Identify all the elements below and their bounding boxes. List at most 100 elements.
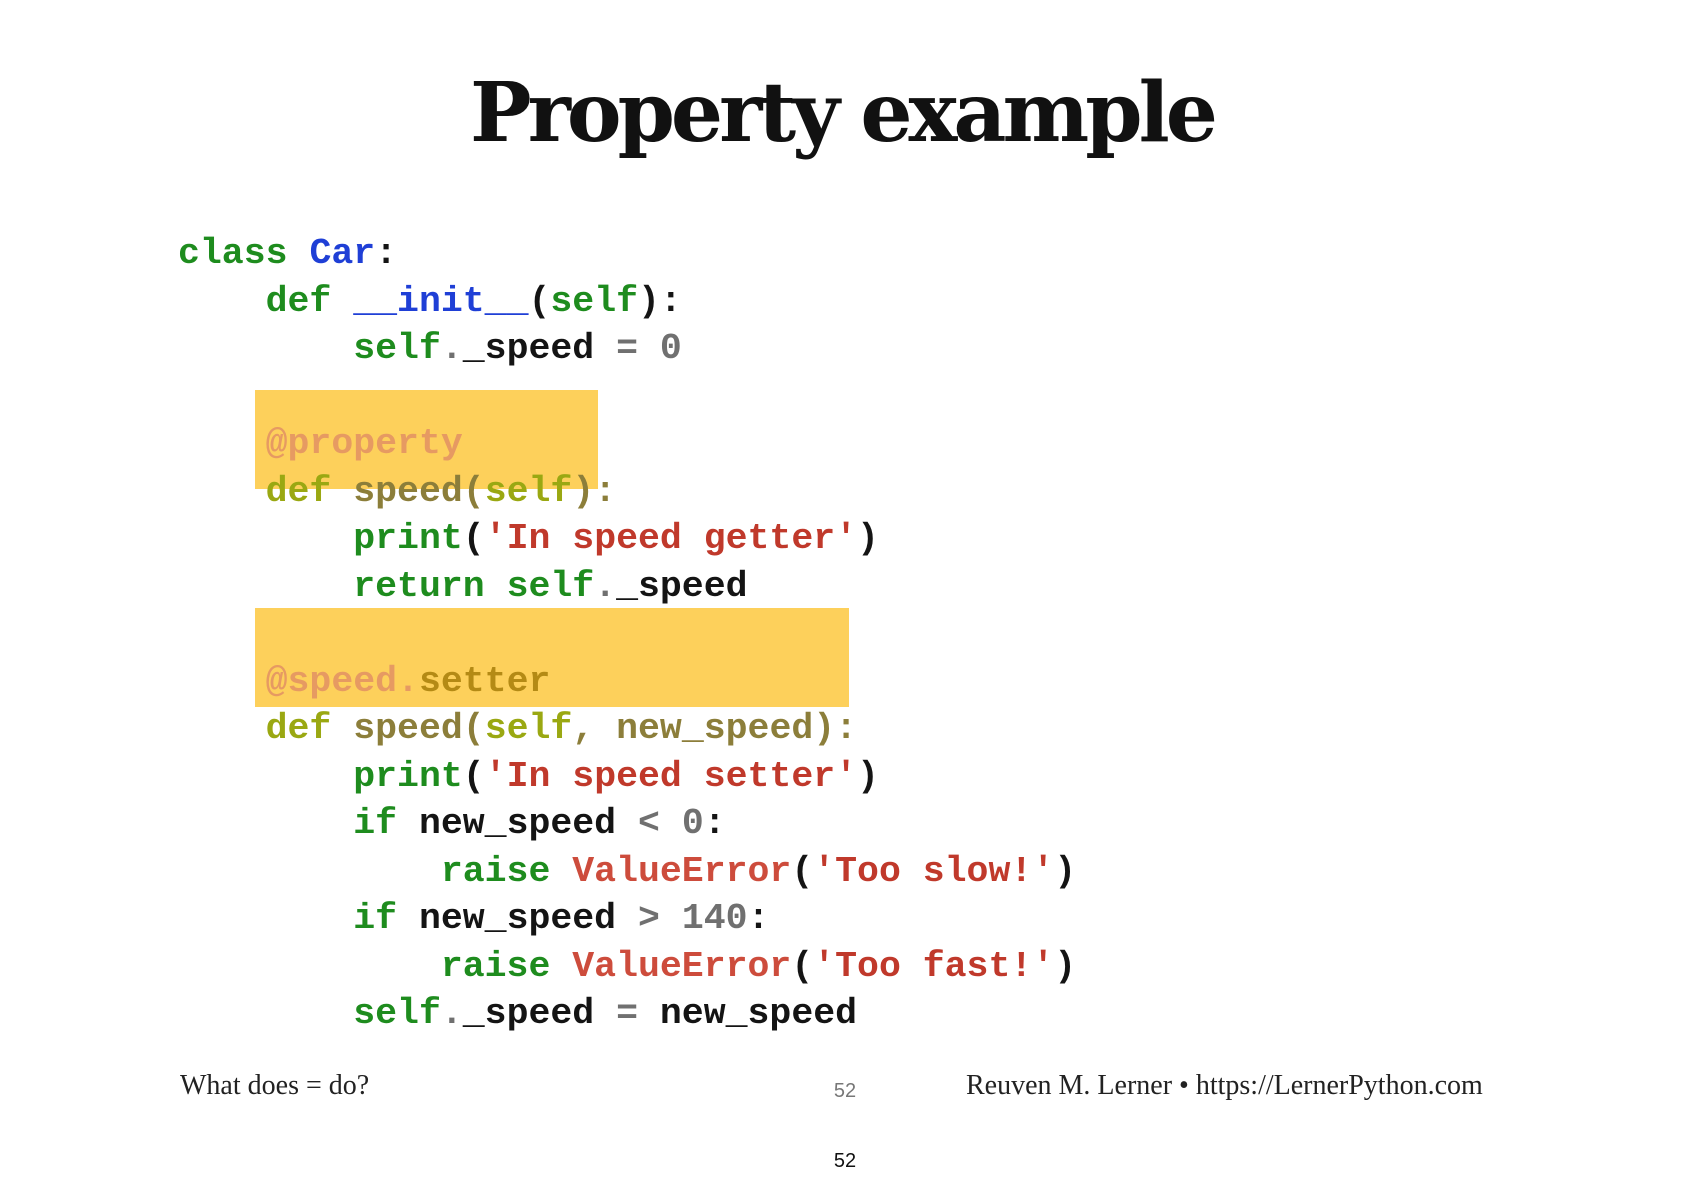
code-token: new_speed — [616, 708, 814, 749]
code-token: print — [353, 755, 463, 797]
code-line: def __init__(self): — [178, 278, 1076, 326]
code-token: Car — [309, 233, 376, 274]
code-token — [178, 328, 353, 369]
code-token: self — [353, 993, 441, 1034]
code-token: . — [397, 660, 419, 702]
code-token: ValueError — [572, 945, 792, 987]
code-line: if new_speed < 0: — [178, 800, 1076, 848]
code-token: , — [572, 708, 617, 749]
code-token — [288, 233, 310, 274]
code-token — [178, 281, 266, 322]
getter-highlight — [255, 390, 598, 489]
code-token: = — [616, 328, 638, 369]
code-token: ) — [857, 518, 879, 559]
code-token — [660, 803, 682, 844]
code-token: . — [594, 565, 617, 607]
code-token: new_speed — [418, 898, 617, 939]
code-token: raise — [440, 945, 551, 987]
code-token — [550, 851, 572, 892]
code-token — [178, 471, 266, 512]
code-token — [178, 661, 266, 702]
code-line: raise ValueError('Too fast!') — [178, 943, 1076, 991]
code-token — [178, 946, 441, 987]
code-token — [178, 566, 353, 607]
code-token: def — [265, 708, 332, 749]
code-line: class Car: — [178, 230, 1076, 278]
code-token: def — [265, 470, 332, 512]
code-token — [331, 708, 353, 749]
code-token: ( — [791, 945, 814, 987]
footer-slide-number: 52 — [833, 1080, 857, 1102]
code-token: < — [638, 803, 660, 844]
code-token: print — [353, 518, 463, 559]
code-token: if — [353, 803, 398, 844]
code-token: . — [440, 328, 463, 369]
code-token: ( — [462, 470, 485, 512]
code-token: _speed — [462, 993, 595, 1034]
code-token — [178, 851, 441, 892]
code-token: 0 — [681, 803, 704, 844]
code-line: print('In speed getter') — [178, 515, 1076, 563]
code-token — [638, 993, 660, 1034]
code-token: ) — [1054, 945, 1077, 987]
code-line: self._speed = 0 — [178, 325, 1076, 373]
code-token: setter — [418, 660, 551, 702]
code-token: 'Too fast!' — [813, 945, 1055, 987]
code-token — [397, 898, 419, 939]
code-token — [485, 566, 507, 607]
code-line-blank — [178, 373, 1076, 421]
code-token — [178, 518, 353, 559]
code-token: ): — [572, 470, 617, 512]
code-token — [178, 756, 353, 797]
code-token — [397, 803, 419, 844]
code-token: self — [550, 280, 639, 322]
footer-question: What does = do? — [180, 1070, 370, 1101]
code-token: speed — [353, 470, 463, 512]
code-token — [178, 423, 266, 464]
page-number: 52 — [833, 1150, 857, 1172]
code-token: raise — [440, 850, 551, 892]
code-line: return self._speed — [178, 563, 1076, 611]
code-token: new_speed — [659, 993, 858, 1034]
code-token: 'Too slow!' — [813, 850, 1055, 892]
code-token: _speed — [462, 328, 595, 369]
code-token: : — [375, 233, 398, 274]
code-line-blank — [178, 610, 1076, 658]
code-token: ( — [462, 518, 485, 559]
code-token — [660, 898, 682, 939]
code-token: speed — [353, 708, 463, 749]
code-token: ): — [813, 708, 858, 749]
code-token: . — [440, 993, 463, 1034]
code-token — [178, 993, 353, 1034]
code-token — [550, 946, 572, 987]
code-token: ): — [638, 280, 682, 322]
code-token: 140 — [681, 898, 748, 939]
code-token: 'In speed setter' — [484, 755, 858, 797]
code-token — [178, 898, 353, 939]
code-token: 'In speed getter' — [484, 518, 858, 559]
code-token: 0 — [659, 328, 682, 369]
code-token: @property — [265, 423, 463, 464]
code-token: ) — [1054, 850, 1077, 892]
code-token: def — [265, 280, 332, 322]
code-token: self — [484, 470, 573, 512]
code-token: ( — [791, 850, 814, 892]
code-token: : — [703, 803, 726, 844]
code-token — [178, 803, 353, 844]
code-token: ValueError — [572, 850, 792, 892]
code-line: if new_speed > 140: — [178, 895, 1076, 943]
code-block: class Car: def __init__(self): self._spe… — [178, 230, 1076, 1038]
setter-highlight — [255, 608, 849, 707]
code-line: def speed(self): — [178, 468, 1076, 516]
code-token: _speed — [616, 565, 748, 607]
code-token — [594, 993, 616, 1034]
code-token — [594, 328, 616, 369]
code-token: : — [747, 898, 770, 939]
code-token: class — [178, 233, 288, 274]
code-token: ) — [857, 755, 879, 797]
code-token: ( — [528, 280, 551, 322]
code-token — [331, 471, 353, 512]
code-line: print('In speed setter') — [178, 753, 1076, 801]
code-token: > — [638, 898, 660, 939]
footer-author-link[interactable]: Reuven M. Lerner • https://LernerPython.… — [966, 1070, 1483, 1101]
